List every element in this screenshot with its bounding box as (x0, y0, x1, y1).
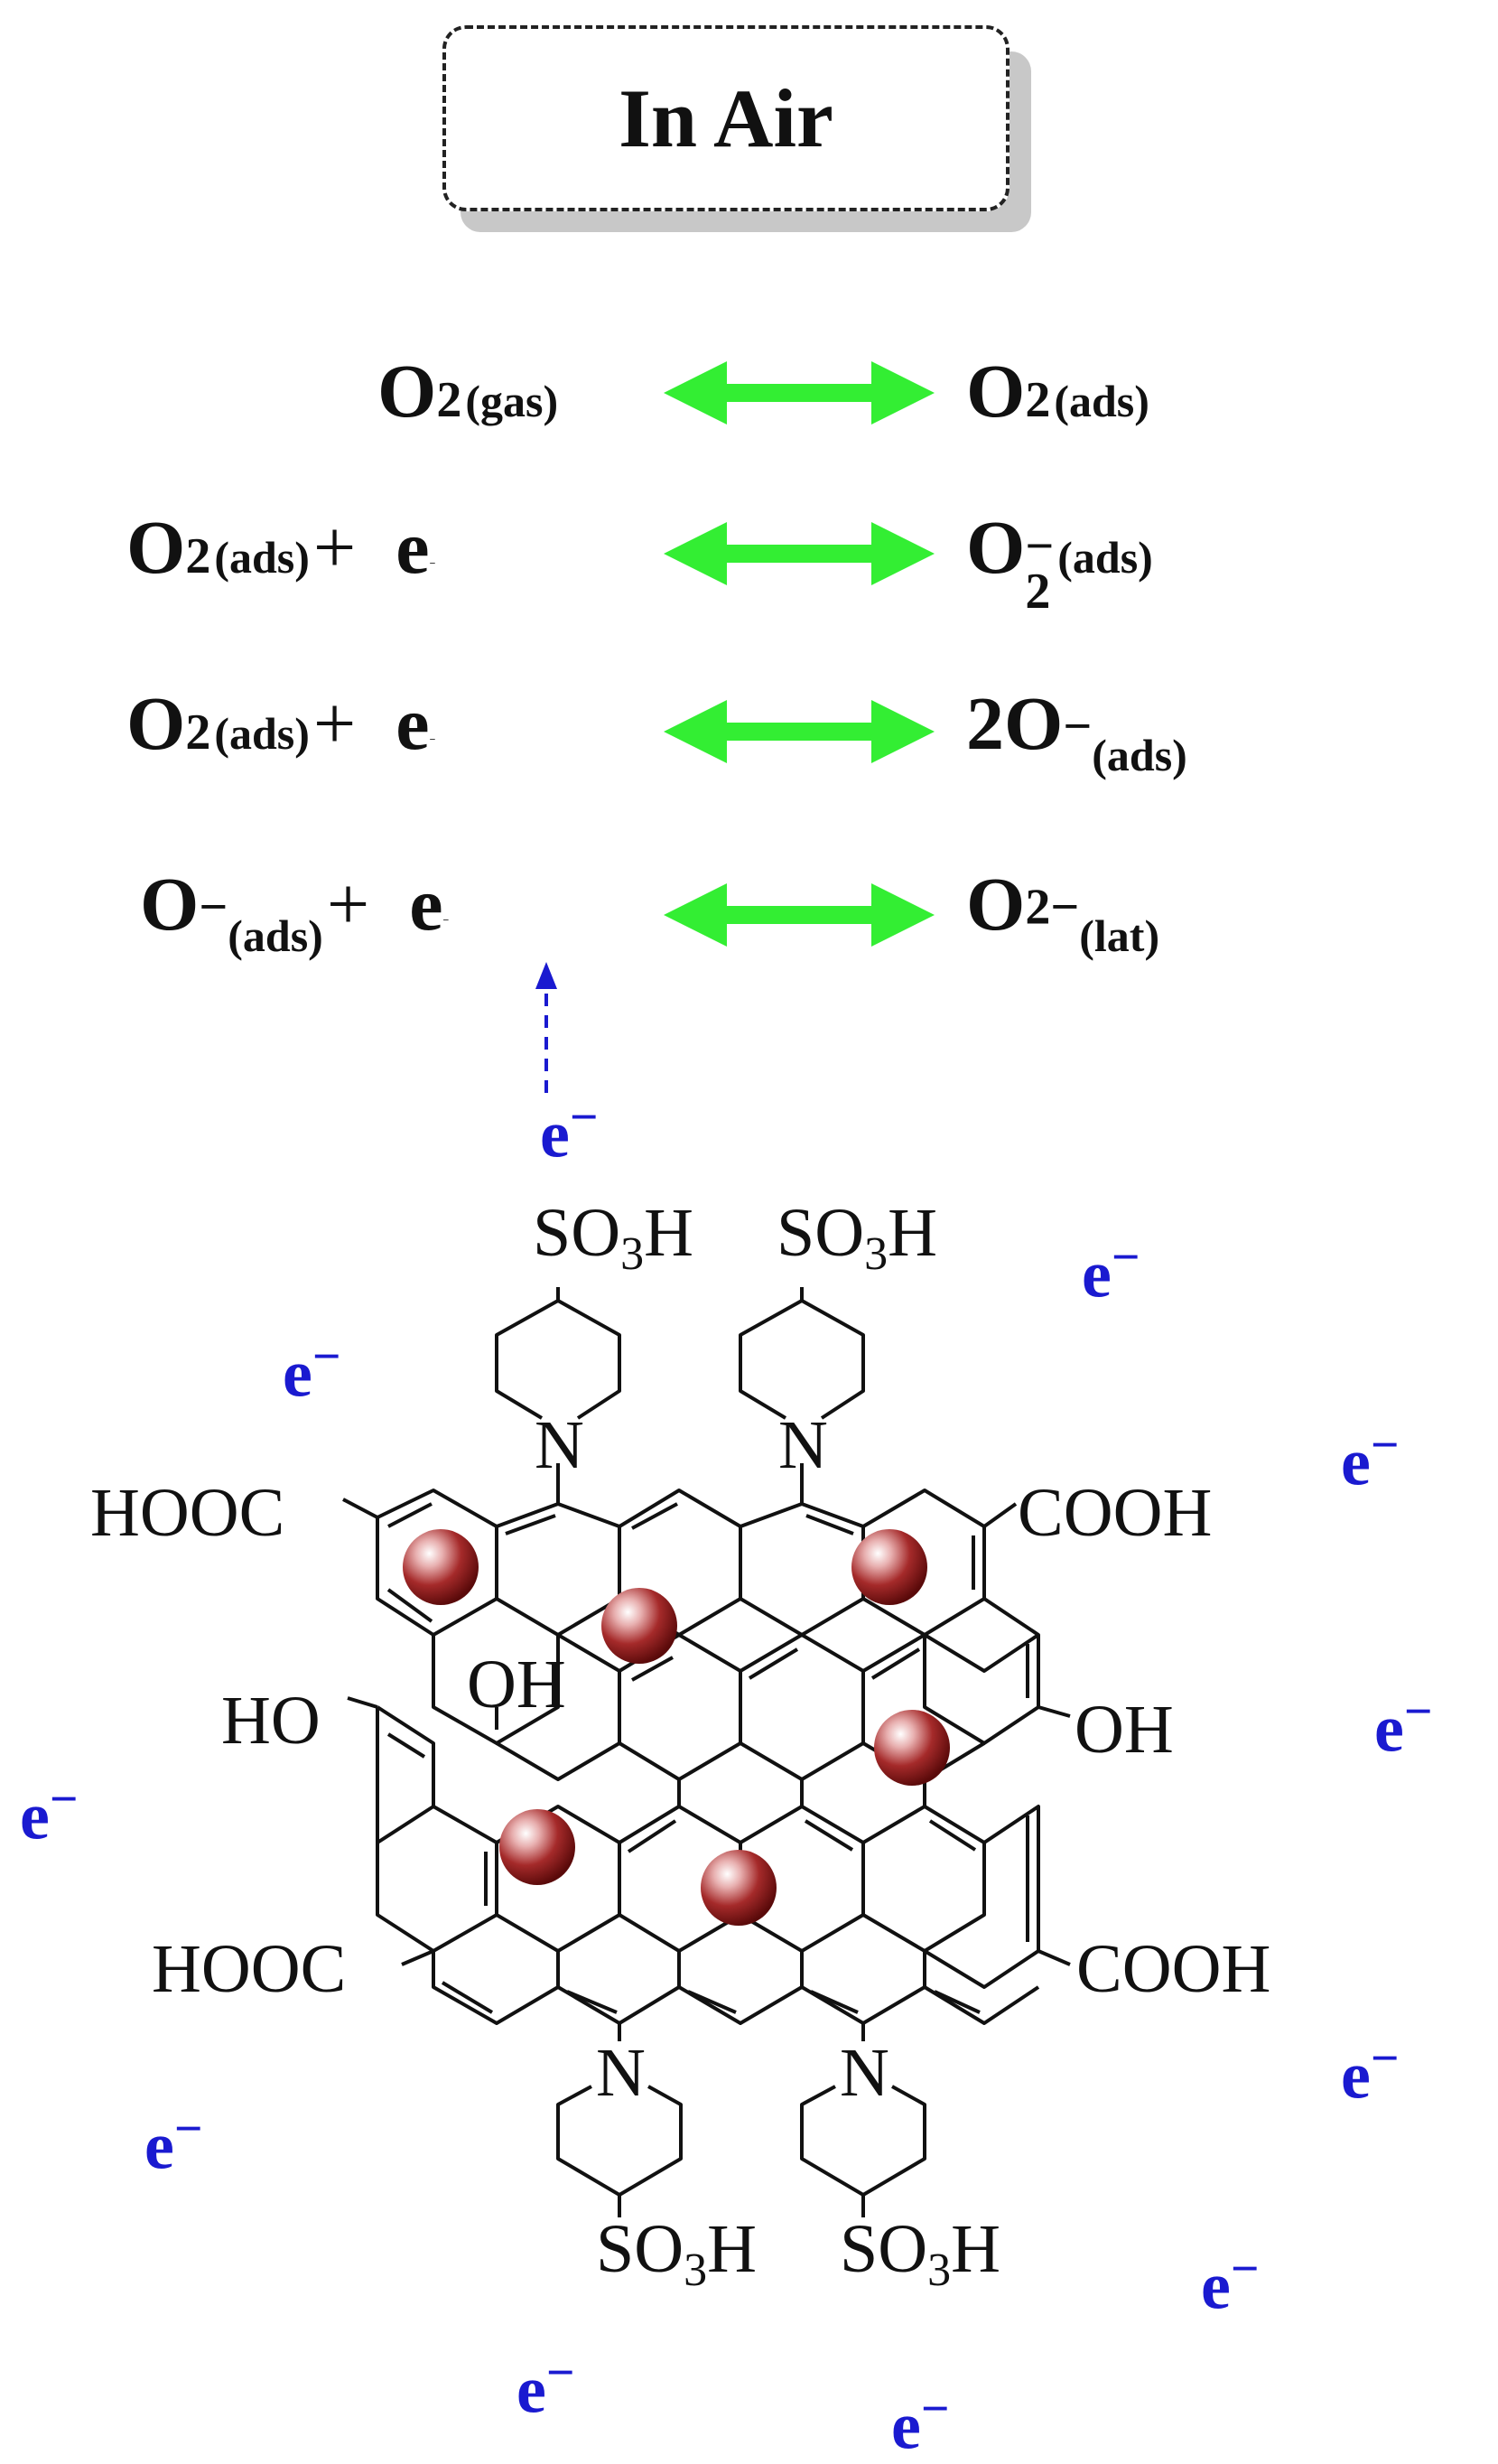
sulfonic-group-top-left: SO3H (533, 1195, 693, 1280)
species-charge: 2− (1025, 879, 1080, 936)
species-subscript: 2 (436, 372, 462, 428)
state-label: (ads) (1057, 532, 1153, 583)
species-label: O (126, 506, 186, 590)
species-subscript: 2 (1025, 372, 1051, 428)
species-label: O (966, 350, 1026, 434)
nanoparticles (403, 1529, 950, 1926)
electron-charge: − (429, 556, 436, 570)
hydroxyl-left: HO (221, 1683, 321, 1759)
species-charge: − (1063, 698, 1093, 755)
state-label: (ads) (214, 708, 310, 759)
reaction-3-rhs: 2O−(ads) (966, 686, 1187, 779)
sulfonic-group-bottom-left: SO3H (596, 2211, 757, 2296)
sulfonic-group-bottom-right: SO3H (840, 2211, 1000, 2296)
species-label: O (966, 863, 1026, 947)
electron-label: e− (891, 2382, 950, 2464)
bond-network (342, 1287, 1071, 2217)
reaction-4-rhs: O2−(lat) (966, 867, 1159, 959)
nitrogen-top-left: N (535, 1407, 584, 1483)
plus-sign: + (312, 682, 357, 766)
electron-label: e− (516, 2346, 575, 2428)
electron-reactant: e (409, 863, 443, 947)
electron-label: e− (1341, 1418, 1400, 1500)
nanoparticle (874, 1710, 950, 1786)
species-charge: − (199, 879, 228, 936)
carboxyl-bottom-right: COOH (1076, 1931, 1270, 2007)
reaction-4-lhs: O−(ads) + e− (140, 867, 450, 959)
reaction-2-arrow (664, 522, 935, 585)
electron-label: e− (540, 1090, 599, 1172)
state-label: (lat) (1079, 910, 1160, 961)
nanoparticle (851, 1529, 927, 1605)
electron-label: e− (144, 2102, 203, 2184)
carboxyl-top-left: HOOC (90, 1475, 284, 1551)
electron-transfer-arrow (535, 962, 557, 1093)
state-label: (ads) (1092, 730, 1187, 780)
nanoparticle (701, 1850, 777, 1926)
reaction-2-rhs: O−2 (ads) (966, 510, 1153, 621)
diagram-title: In Air (619, 72, 833, 164)
species-charge: − (1025, 518, 1055, 574)
reaction-1-lhs: O2 (gas) (377, 354, 558, 430)
electron-label: e− (283, 1330, 341, 1412)
hydroxyl-inner: OH (467, 1647, 566, 1722)
title-box: In Air (442, 25, 1010, 211)
electron-reactant: e (395, 682, 430, 766)
species-label: 2O (966, 682, 1064, 766)
reaction-3-lhs: O2 (ads) + e− (126, 686, 435, 762)
species-label: O (126, 682, 186, 766)
nanoparticle (499, 1809, 575, 1885)
nanoparticle (601, 1588, 677, 1664)
nitrogen-bottom-right: N (840, 2035, 889, 2111)
electron-label: e− (20, 1772, 79, 1854)
carboxyl-bottom-left: HOOC (152, 1931, 346, 2007)
hydroxyl-right: OH (1075, 1692, 1174, 1768)
reaction-3-arrow (664, 700, 935, 763)
sulfonic-group-top-right: SO3H (777, 1195, 937, 1280)
piperidine-ring-top-left (495, 1287, 560, 1420)
reaction-4-arrow (664, 883, 935, 947)
reaction-1-arrow (664, 361, 935, 425)
state-label: (ads) (214, 532, 310, 583)
species-label: O (966, 506, 1026, 590)
plus-sign: + (312, 506, 357, 590)
electron-label: e− (1341, 2031, 1400, 2114)
reaction-1-rhs: O2 (ads) (966, 354, 1149, 430)
species-subscript: 2 (1025, 564, 1051, 621)
electron-reactant: e (395, 506, 430, 590)
electron-label: e− (1201, 2242, 1260, 2324)
piperidine-ring-top-right (739, 1287, 804, 1420)
carboxyl-top-right: COOH (1018, 1475, 1212, 1551)
species-subscript: 2 (185, 705, 211, 761)
state-label: (gas) (465, 376, 559, 426)
nitrogen-bottom-left: N (596, 2035, 646, 2111)
state-label: (ads) (228, 910, 323, 961)
state-label: (ads) (1054, 376, 1149, 426)
substituent-labels: SO3H SO3H N N HOOC COOH HO OH OH HOOC CO… (90, 1195, 1270, 2296)
species-subscript: 2 (185, 528, 211, 584)
electron-label: e− (1082, 1230, 1140, 1312)
species-label: O (140, 863, 200, 947)
nitrogen-top-right: N (778, 1407, 828, 1483)
reaction-2-lhs: O2 (ads) + e− (126, 510, 435, 586)
species-label: O (377, 350, 437, 434)
electron-charge: − (429, 733, 436, 746)
electron-label: e− (1374, 1685, 1433, 1767)
plus-sign: + (326, 863, 370, 947)
nanoparticle (403, 1529, 479, 1605)
electron-charge: − (442, 913, 450, 927)
